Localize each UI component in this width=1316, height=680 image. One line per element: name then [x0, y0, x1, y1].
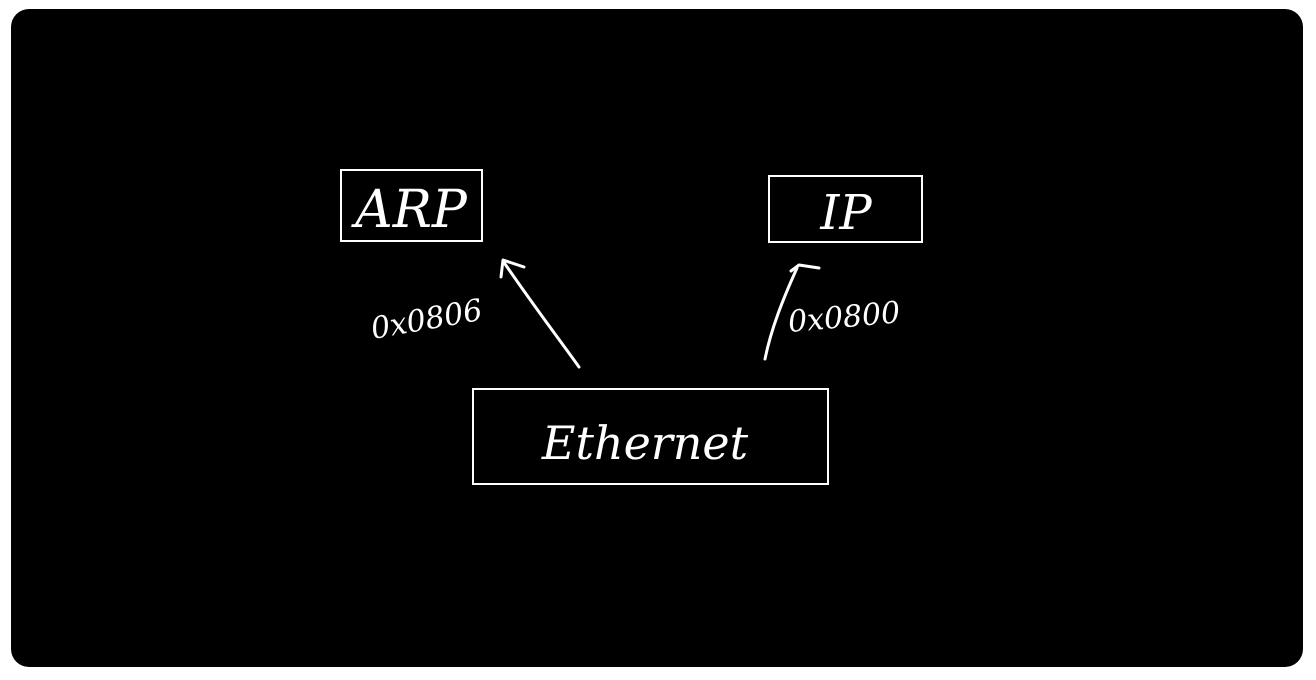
whiteboard-canvas: ARP IP Ethernet 0x0806 0x0800 [11, 9, 1303, 667]
ethernet-node: Ethernet [472, 388, 829, 485]
arp-box [340, 169, 483, 242]
ip-label: IP [819, 185, 872, 241]
arrow-head-arp [499, 258, 526, 279]
arp-label: ARP [351, 180, 468, 240]
edge-ethernet-arp: 0x0806 [368, 258, 581, 369]
arrow-head-ip [789, 263, 821, 273]
edge-ethernet-ip: 0x0800 [763, 263, 902, 361]
ethernet-label: Ethernet [541, 416, 749, 470]
ip-node: IP [768, 175, 923, 243]
edge-label-ip: 0x0800 [787, 295, 902, 340]
arrow-line-to-ip [763, 266, 799, 361]
edge-label-arp: 0x0806 [368, 293, 485, 347]
arp-node: ARP [340, 169, 483, 242]
ip-box [768, 175, 923, 243]
protocol-diagram: ARP IP Ethernet 0x0806 0x0800 [340, 169, 923, 485]
ethernet-box [472, 388, 829, 485]
arrow-line-to-arp [501, 259, 581, 369]
